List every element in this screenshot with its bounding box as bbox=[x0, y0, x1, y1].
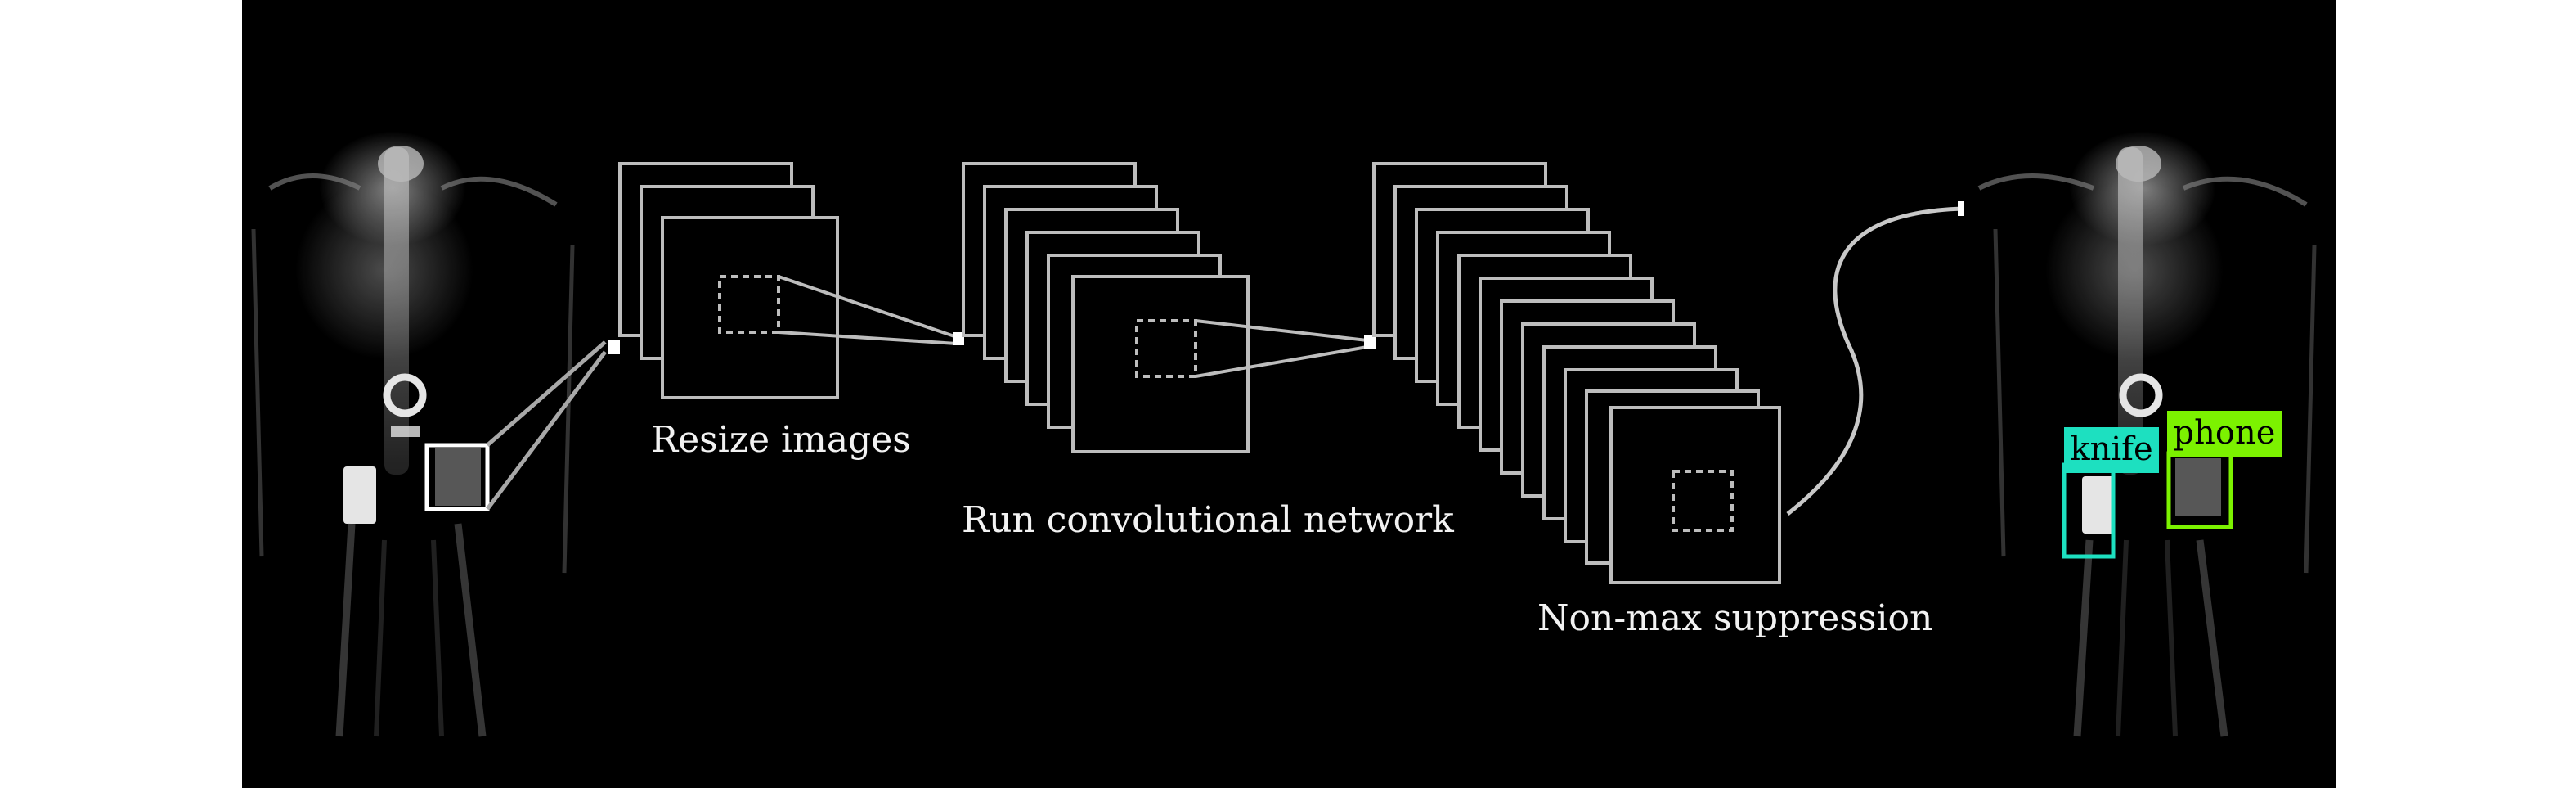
knife-tag-background bbox=[2064, 427, 2159, 473]
output-connector bbox=[1786, 206, 1963, 516]
non-max-suppression-stack bbox=[1372, 162, 1781, 584]
non-max-suppression-label: Non-max suppression bbox=[1537, 597, 1932, 639]
run-convolutional-network-label: Run convolutional network bbox=[962, 499, 1454, 541]
phone-tag-background bbox=[2167, 411, 2282, 457]
input-body-scan bbox=[251, 131, 620, 737]
knife-tag: knife bbox=[2070, 430, 2152, 468]
region-of-interest-box bbox=[424, 443, 490, 511]
diagram-background bbox=[242, 0, 2336, 788]
resized-image-stack bbox=[618, 162, 839, 399]
sliding-window-box bbox=[718, 275, 780, 334]
sliding-window-box bbox=[1135, 319, 1197, 378]
cropped-patch bbox=[608, 340, 620, 354]
output-body-scan: knife phone bbox=[1977, 131, 2317, 737]
phone-tag: phone bbox=[2174, 414, 2276, 452]
sliding-window-box bbox=[1672, 470, 1734, 532]
resize-images-label: Resize images bbox=[651, 419, 911, 461]
convolutional-feature-stack bbox=[962, 162, 1250, 453]
